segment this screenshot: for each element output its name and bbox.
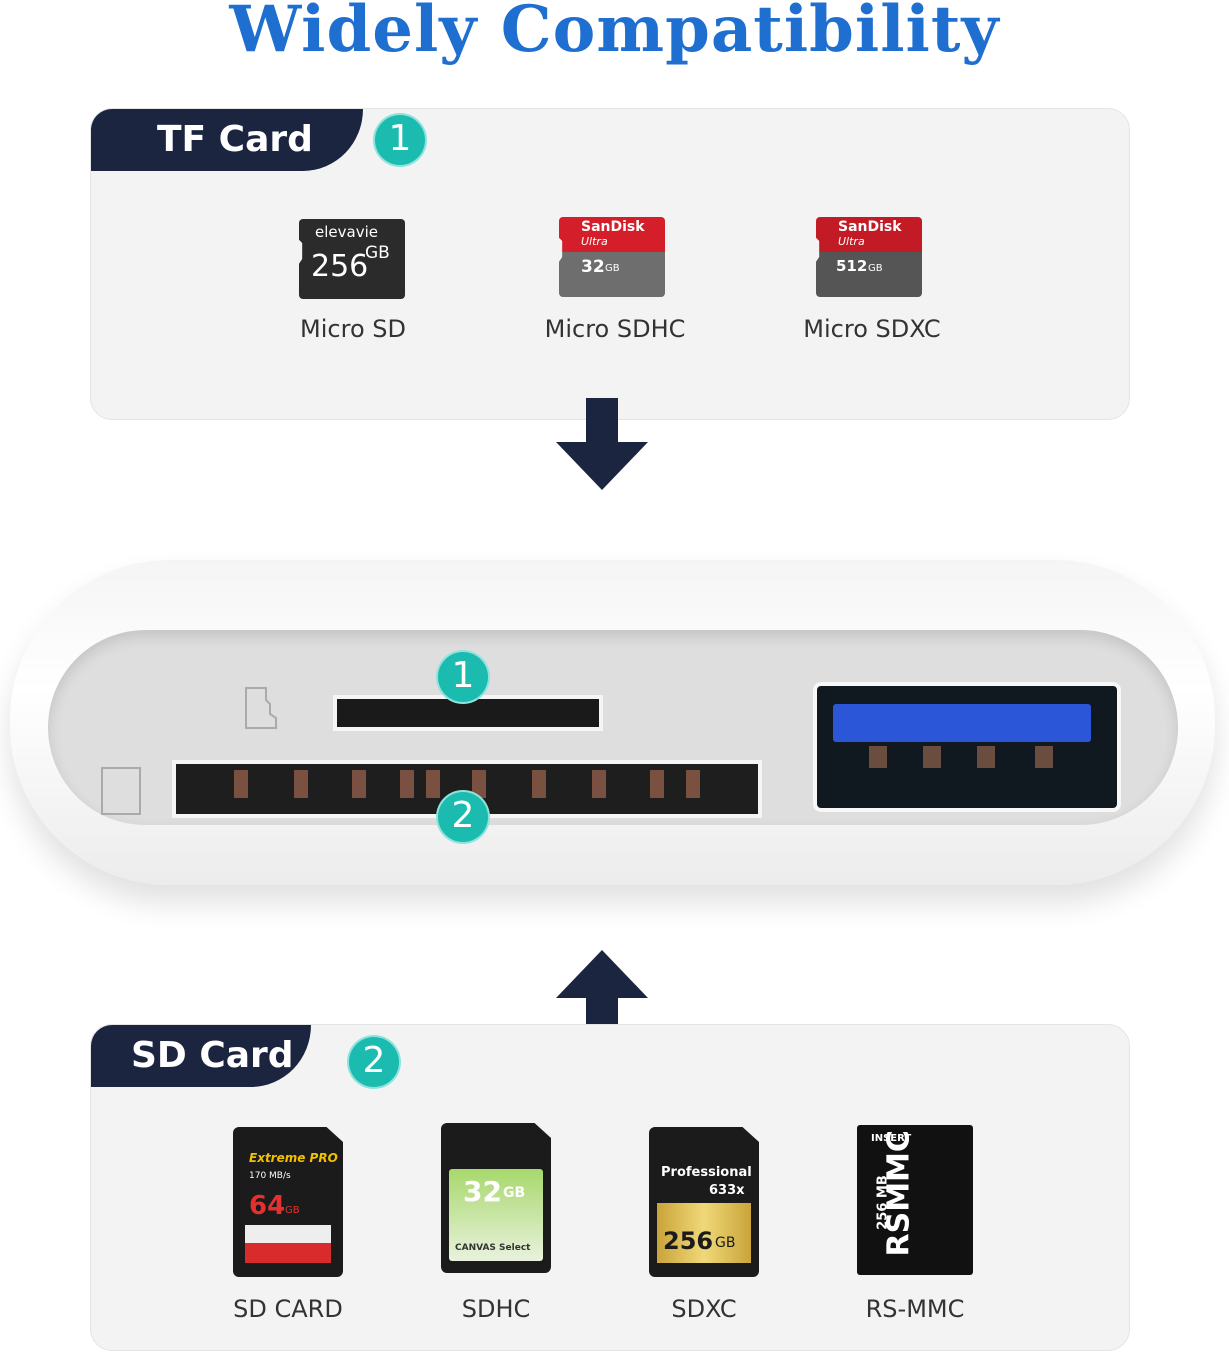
usb-a-port (813, 682, 1121, 812)
card-capacity: 64 (249, 1191, 286, 1221)
micro-sdhc-card: SanDisk Ultra 32 GB (559, 217, 665, 297)
micro-sd-card: elevavie 256 GB (299, 219, 405, 299)
card-label: Micro SDXC (803, 315, 941, 343)
card-label: SDHC (461, 1295, 531, 1323)
micro-sdxc-card: SanDisk Ultra 512 GB (816, 217, 922, 297)
card-sub: Ultra (838, 235, 865, 248)
card-capacity: 32 (463, 1175, 502, 1208)
usb-tongue (833, 704, 1091, 742)
sd-card-tag: SD Card (91, 1025, 311, 1087)
card-unit: GB (503, 1185, 526, 1201)
card-capacity: 256 (663, 1227, 714, 1255)
card-line1: Professional (661, 1165, 752, 1180)
card-line1: Extreme PRO (249, 1151, 338, 1165)
card-label: SD CARD (233, 1295, 343, 1323)
card-line2: 170 MB/s (249, 1171, 291, 1181)
card-label: Micro SD (300, 315, 406, 343)
card-brand: SanDisk (581, 219, 645, 235)
card-label: RS-MMC (865, 1295, 965, 1323)
card-brand: elevavie (315, 223, 378, 241)
card-unit: GB (715, 1235, 736, 1251)
device-face: 1 2 (48, 630, 1178, 842)
card-unit: 256 MB (875, 1175, 891, 1230)
page-title: Widely Compatibility (229, 0, 1000, 67)
sd-card-extreme-pro: Extreme PRO 170 MB/s 64 GB (233, 1127, 343, 1277)
arrow-down-icon (556, 398, 648, 490)
sd-card-panel: SD Card 2 Extreme PRO 170 MB/s 64 GB SD … (90, 1024, 1130, 1351)
tf-card-tag: TF Card (91, 109, 363, 171)
card-capacity: 32 (581, 257, 605, 277)
slot1-badge: 1 (438, 652, 488, 702)
card-sub: Ultra (581, 235, 608, 248)
card-unit: GB (285, 1205, 300, 1216)
card-reader-device: 1 2 (10, 560, 1215, 885)
microsd-slot-icon (245, 687, 277, 729)
card-unit: GB (868, 263, 883, 274)
sd-badge: 2 (349, 1037, 399, 1087)
card-label: SDXC (671, 1295, 737, 1323)
card-capacity: 512 (836, 257, 868, 275)
sd-slot-icon (101, 767, 141, 815)
card-capacity: 256 (311, 249, 369, 284)
card-line1: INSERT (871, 1133, 912, 1144)
card-brand: SanDisk (838, 219, 902, 235)
sdhc-card: 32 GB CANVAS Select (441, 1123, 551, 1273)
slot2-badge: 2 (438, 792, 488, 842)
card-line2: 633x (709, 1183, 745, 1198)
card-unit: GB (365, 243, 390, 263)
card-unit: GB (605, 263, 620, 274)
rs-mmc-card: INSERT RSMMC 256 MB (857, 1125, 973, 1275)
tf-card-panel: TF Card 1 elevavie 256 GB Micro SD SanDi… (90, 108, 1130, 420)
sdxc-card: Professional 633x 256 GB (649, 1127, 759, 1277)
tf-badge: 1 (375, 115, 425, 165)
card-line2: CANVAS Select (455, 1243, 531, 1253)
card-label: Micro SDHC (544, 315, 686, 343)
